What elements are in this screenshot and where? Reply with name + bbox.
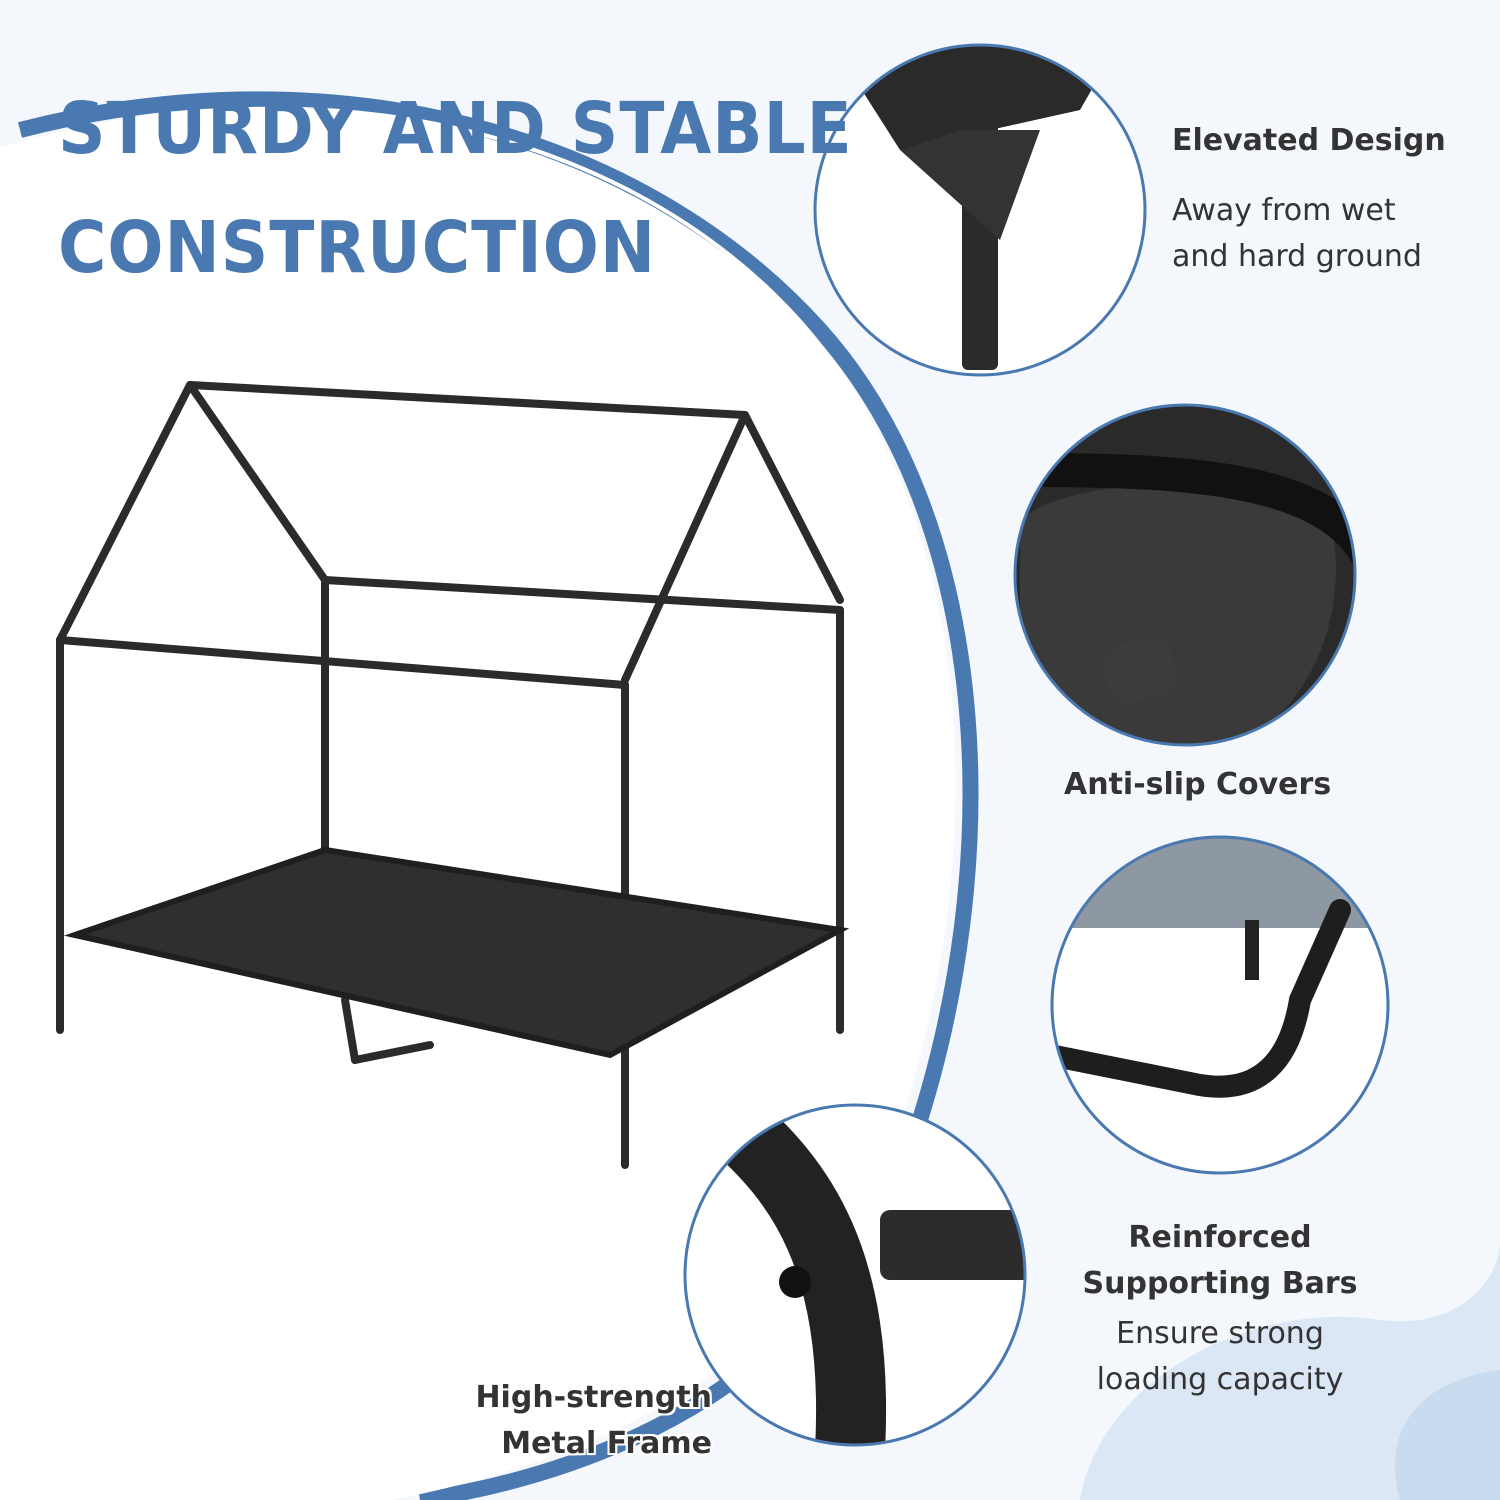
feature-title-line-2: Metal Frame	[501, 1426, 712, 1461]
feature-desc-line-1: Ensure strong	[1116, 1316, 1324, 1351]
feature-metal-frame: High-strength Metal Frame	[452, 1375, 712, 1467]
feature-desc-line-2: and hard ground	[1172, 239, 1422, 274]
title-line-1: STURDY AND STABLE	[58, 87, 853, 171]
feature-title-line-1: Reinforced	[1128, 1220, 1312, 1255]
feature-title: Anti-slip Covers	[1064, 767, 1332, 802]
feature-reinforced-bars: Reinforced Supporting Bars Ensure strong…	[1060, 1215, 1380, 1403]
feature-title-line-1: High-strength	[475, 1380, 712, 1415]
title-line-2: CONSTRUCTION	[58, 206, 657, 290]
bed-frame-illustration	[56, 381, 844, 1169]
page-title: STURDY AND STABLE CONSTRUCTION	[58, 70, 853, 308]
feature-desc-line-1: Away from wet	[1172, 193, 1396, 228]
feature-desc-line-2: loading capacity	[1096, 1362, 1344, 1397]
feature-anti-slip-covers: Anti-slip Covers	[1064, 762, 1331, 808]
feature-title: Elevated Design	[1172, 123, 1446, 158]
feature-title-line-2: Supporting Bars	[1082, 1266, 1358, 1301]
feature-elevated-design: Elevated Design Away from wet and hard g…	[1172, 118, 1446, 280]
